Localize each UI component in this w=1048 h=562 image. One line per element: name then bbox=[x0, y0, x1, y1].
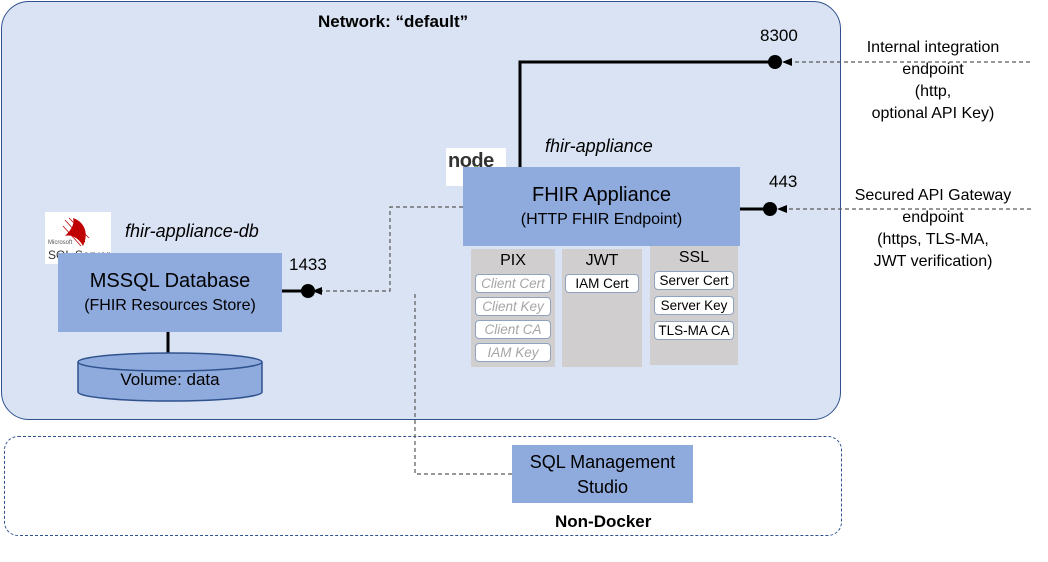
jwt-group: JWT IAM Cert bbox=[562, 249, 642, 367]
mgmt-db-dashed-line bbox=[414, 291, 512, 475]
db-arrow-icon bbox=[312, 287, 322, 295]
ssl-item: Server Cert bbox=[654, 271, 734, 290]
logo-small-text: Microsoft bbox=[48, 240, 73, 246]
sql-management-studio-box: SQL Management Studio bbox=[512, 445, 693, 503]
db-title: MSSQL Database bbox=[89, 270, 251, 292]
port-1433-dot bbox=[301, 284, 315, 298]
internal-endpoint-label: Internal integration endpoint (http, opt… bbox=[852, 37, 1014, 125]
port-1433-label: 1433 bbox=[289, 255, 327, 274]
secured-endpoint-line: JWT verification) bbox=[873, 253, 993, 270]
app-db-dashed-line bbox=[318, 206, 463, 292]
jwt-item: IAM Cert bbox=[565, 274, 639, 293]
pix-item: IAM Key bbox=[475, 343, 551, 362]
internal-arrow-icon bbox=[782, 58, 792, 66]
volume-cylinder bbox=[77, 352, 263, 402]
db-subtitle: (FHIR Resources Store) bbox=[84, 297, 256, 314]
secured-arrow-icon bbox=[777, 205, 787, 213]
ssl-group-title: SSL bbox=[678, 249, 710, 266]
secured-endpoint-line: endpoint bbox=[902, 209, 964, 226]
network-title: Network: “default” bbox=[318, 12, 469, 31]
secured-endpoint-label: Secured API Gateway endpoint (https, TLS… bbox=[852, 185, 1014, 273]
app-subtitle: (HTTP FHIR Endpoint) bbox=[520, 211, 683, 228]
port-8300-label: 8300 bbox=[760, 26, 798, 45]
mgmt-line2: Studio bbox=[576, 477, 629, 497]
ssl-item: Server Key bbox=[654, 296, 734, 315]
volume-label: Volume: data bbox=[120, 370, 220, 389]
mgmt-line1: SQL Management bbox=[529, 452, 676, 472]
node-logo-text: node bbox=[448, 150, 494, 172]
pix-group: PIX Client Cert Client Key Client CA IAM… bbox=[471, 249, 555, 367]
internal-endpoint-line: Internal integration bbox=[866, 39, 1000, 56]
internal-port-line bbox=[518, 60, 775, 167]
mssql-database-box: MSSQL Database (FHIR Resources Store) bbox=[58, 253, 282, 332]
app-service-label: fhir-appliance bbox=[545, 136, 653, 156]
pix-item: Client Cert bbox=[475, 274, 551, 293]
non-docker-title: Non-Docker bbox=[555, 512, 652, 531]
app-title: FHIR Appliance bbox=[532, 184, 671, 206]
pix-item: Client Key bbox=[475, 297, 551, 316]
pix-group-title: PIX bbox=[500, 252, 526, 269]
secured-endpoint-line: Secured API Gateway bbox=[854, 187, 1012, 204]
internal-endpoint-line: (http, bbox=[914, 83, 952, 100]
secured-endpoint-line: (https, TLS-MA, bbox=[877, 231, 989, 248]
jwt-group-title: JWT bbox=[585, 252, 619, 269]
internal-endpoint-line: optional API Key) bbox=[871, 105, 995, 122]
port-443-label: 443 bbox=[769, 172, 798, 191]
port-8300-dot bbox=[768, 55, 782, 69]
ssl-item: TLS-MA CA bbox=[654, 321, 734, 340]
fhir-appliance-box: FHIR Appliance (HTTP FHIR Endpoint) bbox=[463, 167, 740, 246]
non-docker-container bbox=[4, 436, 842, 536]
ssl-group: SSL Server Cert Server Key TLS-MA CA bbox=[650, 246, 738, 365]
internal-endpoint-line: endpoint bbox=[902, 61, 964, 78]
port-443-dot bbox=[763, 202, 777, 216]
pix-item: Client CA bbox=[475, 320, 551, 339]
db-service-label: fhir-appliance-db bbox=[125, 221, 259, 241]
